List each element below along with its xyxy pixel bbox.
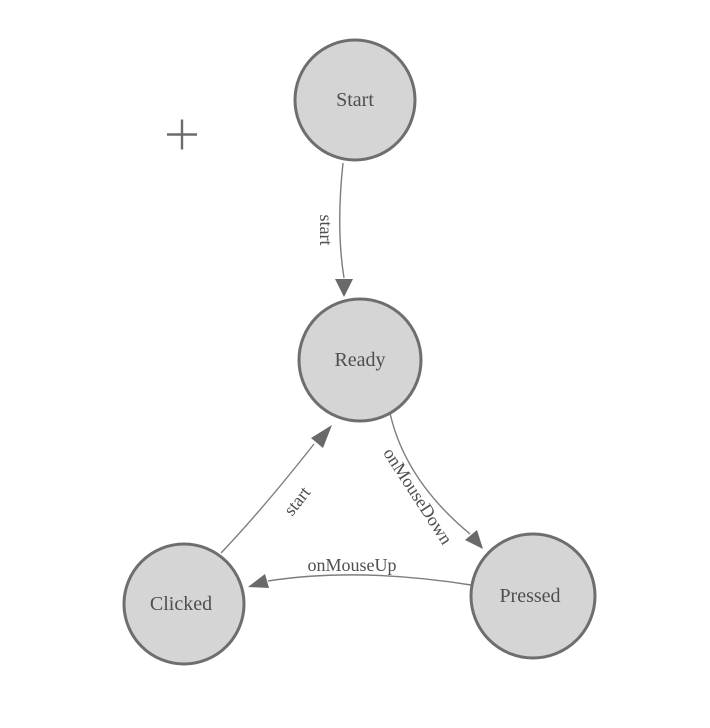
edge-label-onmousedown: onMouseDown xyxy=(379,444,456,548)
state-label-clicked: Clicked xyxy=(150,593,212,615)
edge-line[interactable] xyxy=(267,574,472,586)
plus-icon[interactable] xyxy=(167,119,197,150)
edge-clicked-to-ready[interactable]: start xyxy=(220,425,332,554)
edge-label-start: start xyxy=(316,215,336,246)
state-circle[interactable] xyxy=(297,297,423,423)
edge-line[interactable] xyxy=(389,412,471,535)
arrowhead-icon xyxy=(335,279,353,297)
state-circle[interactable] xyxy=(469,532,597,660)
state-circle[interactable] xyxy=(122,542,246,666)
edge-line[interactable] xyxy=(220,443,315,554)
edge-start-to-ready[interactable]: start xyxy=(316,162,353,297)
state-label-ready: Ready xyxy=(334,349,385,371)
arrowhead-icon xyxy=(248,574,269,588)
edge-line[interactable] xyxy=(339,162,345,279)
state-label-start: Start xyxy=(336,89,374,111)
edge-label-onmouseup: onMouseUp xyxy=(308,555,397,575)
edge-ready-to-pressed[interactable]: onMouseDown xyxy=(379,412,483,549)
edge-pressed-to-clicked[interactable]: onMouseUp xyxy=(248,555,472,588)
node-clicked[interactable]: Clicked xyxy=(122,542,246,666)
edge-label-start-2: start xyxy=(280,483,315,520)
state-circle[interactable] xyxy=(293,38,417,162)
node-start[interactable]: Start xyxy=(293,38,417,162)
arrowhead-icon xyxy=(465,530,483,549)
state-label-pressed: Pressed xyxy=(499,585,560,607)
node-ready[interactable]: Ready xyxy=(297,297,423,423)
arrowhead-icon xyxy=(311,425,332,448)
node-pressed[interactable]: Pressed xyxy=(469,532,597,660)
